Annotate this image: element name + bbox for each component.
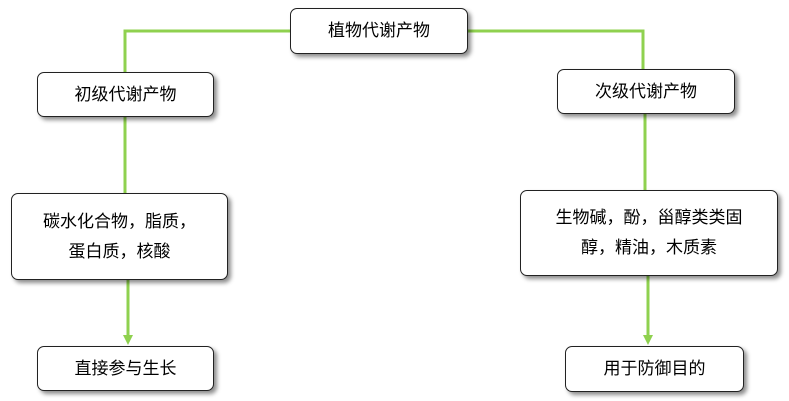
primary-role-node: 直接参与生长 [37, 346, 214, 391]
root-node: 植物代谢产物 [290, 8, 468, 54]
secondary-examples-line2: 醇，精油，木质素 [581, 238, 717, 258]
secondary-metabolites-label: 次级代谢产物 [595, 81, 697, 102]
secondary-metabolites-node: 次级代谢产物 [557, 69, 735, 114]
primary-metabolites-node: 初级代谢产物 [37, 72, 214, 117]
primary-examples-line2: 蛋白质，核酸 [68, 241, 171, 262]
secondary-role-node: 用于防御目的 [565, 346, 744, 392]
secondary-examples-node: 生物碱，酚，甾醇类类固 醇，精油，木质素 [520, 190, 778, 276]
secondary-role-label: 用于防御目的 [603, 359, 706, 379]
secondary-examples-line1: 生物碱，酚，甾醇类类固 [555, 208, 743, 228]
primary-role-label: 直接参与生长 [74, 358, 177, 379]
primary-examples-node: 碳水化合物，脂质， 蛋白质，核酸 [11, 193, 228, 280]
connector-root-to-secondary [468, 29, 645, 72]
primary-examples-line1: 碳水化合物，脂质， [43, 211, 196, 232]
primary-metabolites-label: 初级代谢产物 [74, 84, 177, 105]
root-node-label: 植物代谢产物 [328, 21, 430, 41]
connector-root-to-primary [123, 29, 290, 72]
